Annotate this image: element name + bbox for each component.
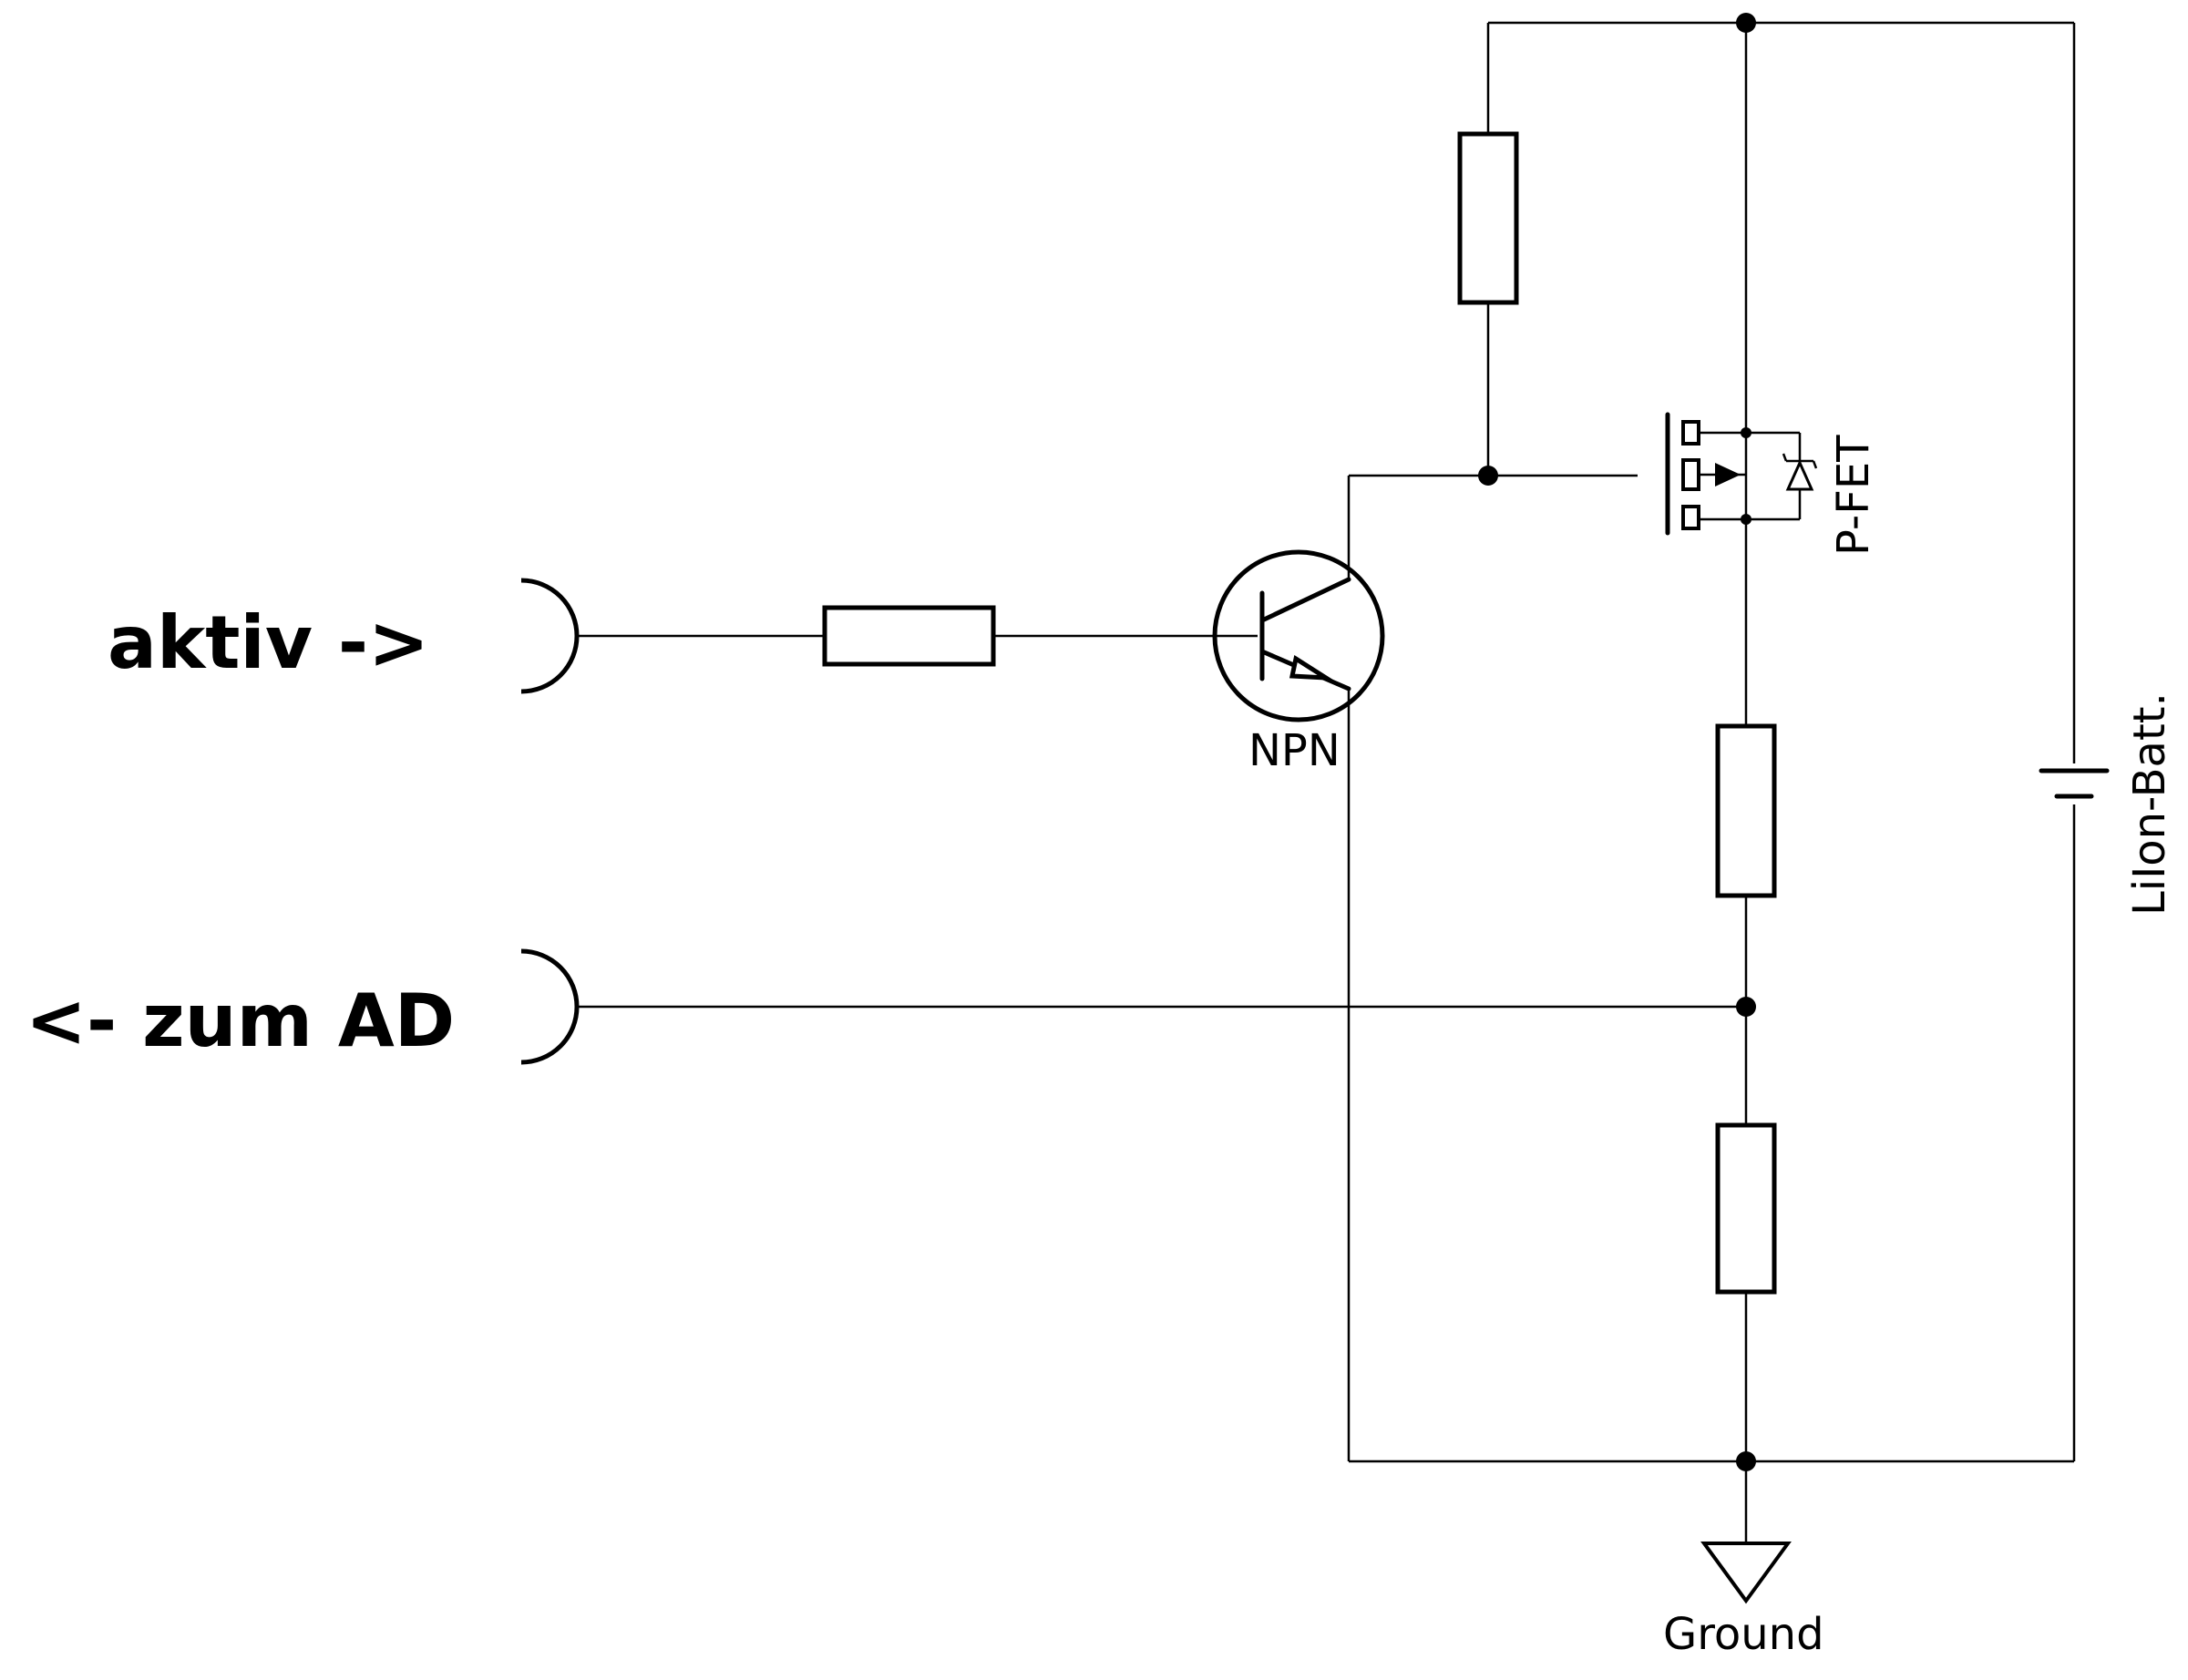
resistor-r1 [1457,131,1519,305]
junctions [1478,13,1756,1471]
resistor-base [822,605,996,667]
label-npn: NPN [1248,725,1341,776]
battery-icon [2039,768,2110,799]
label-aktiv: aktiv -> [108,600,429,685]
resistor-divider-top [1715,723,1777,898]
npn-transistor-icon [1212,549,1385,722]
label-battery: LiIon-Batt. [2124,692,2175,916]
label-pfet: P-FET [1828,435,1879,556]
pfet-mosfet-icon [1665,412,1818,536]
connector-aktiv-icon [520,578,580,694]
resistor-divider-bottom [1715,1122,1777,1295]
label-zum-ad: <- zum AD [26,978,455,1063]
label-ground: Ground [1663,1609,1824,1660]
connector-ad-icon [520,948,580,1065]
wires [576,21,2076,1543]
ground-icon [1700,1542,1792,1604]
